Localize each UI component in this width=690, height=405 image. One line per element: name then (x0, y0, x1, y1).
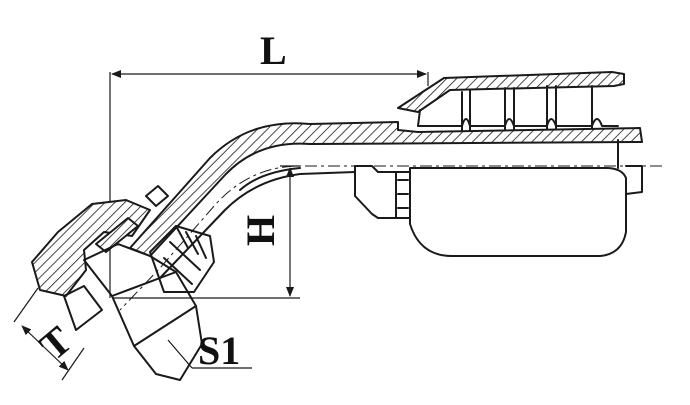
dimension-h: H (112, 165, 300, 299)
hex-nut (63, 243, 203, 381)
socket-body (354, 139, 643, 257)
dimension-s1-label: S1 (198, 328, 240, 373)
dimension-h-label: H (238, 215, 283, 246)
dimension-t: T (13, 287, 85, 381)
center-line (119, 165, 662, 311)
dimension-s1: S1 (167, 328, 252, 373)
dimension-l: L (109, 28, 429, 298)
dimension-t-label: T (31, 317, 81, 369)
nipple-threads (149, 225, 215, 293)
bent-tube (129, 121, 643, 279)
swivel-nut (31, 185, 169, 297)
dimension-l-label: L (260, 28, 287, 73)
